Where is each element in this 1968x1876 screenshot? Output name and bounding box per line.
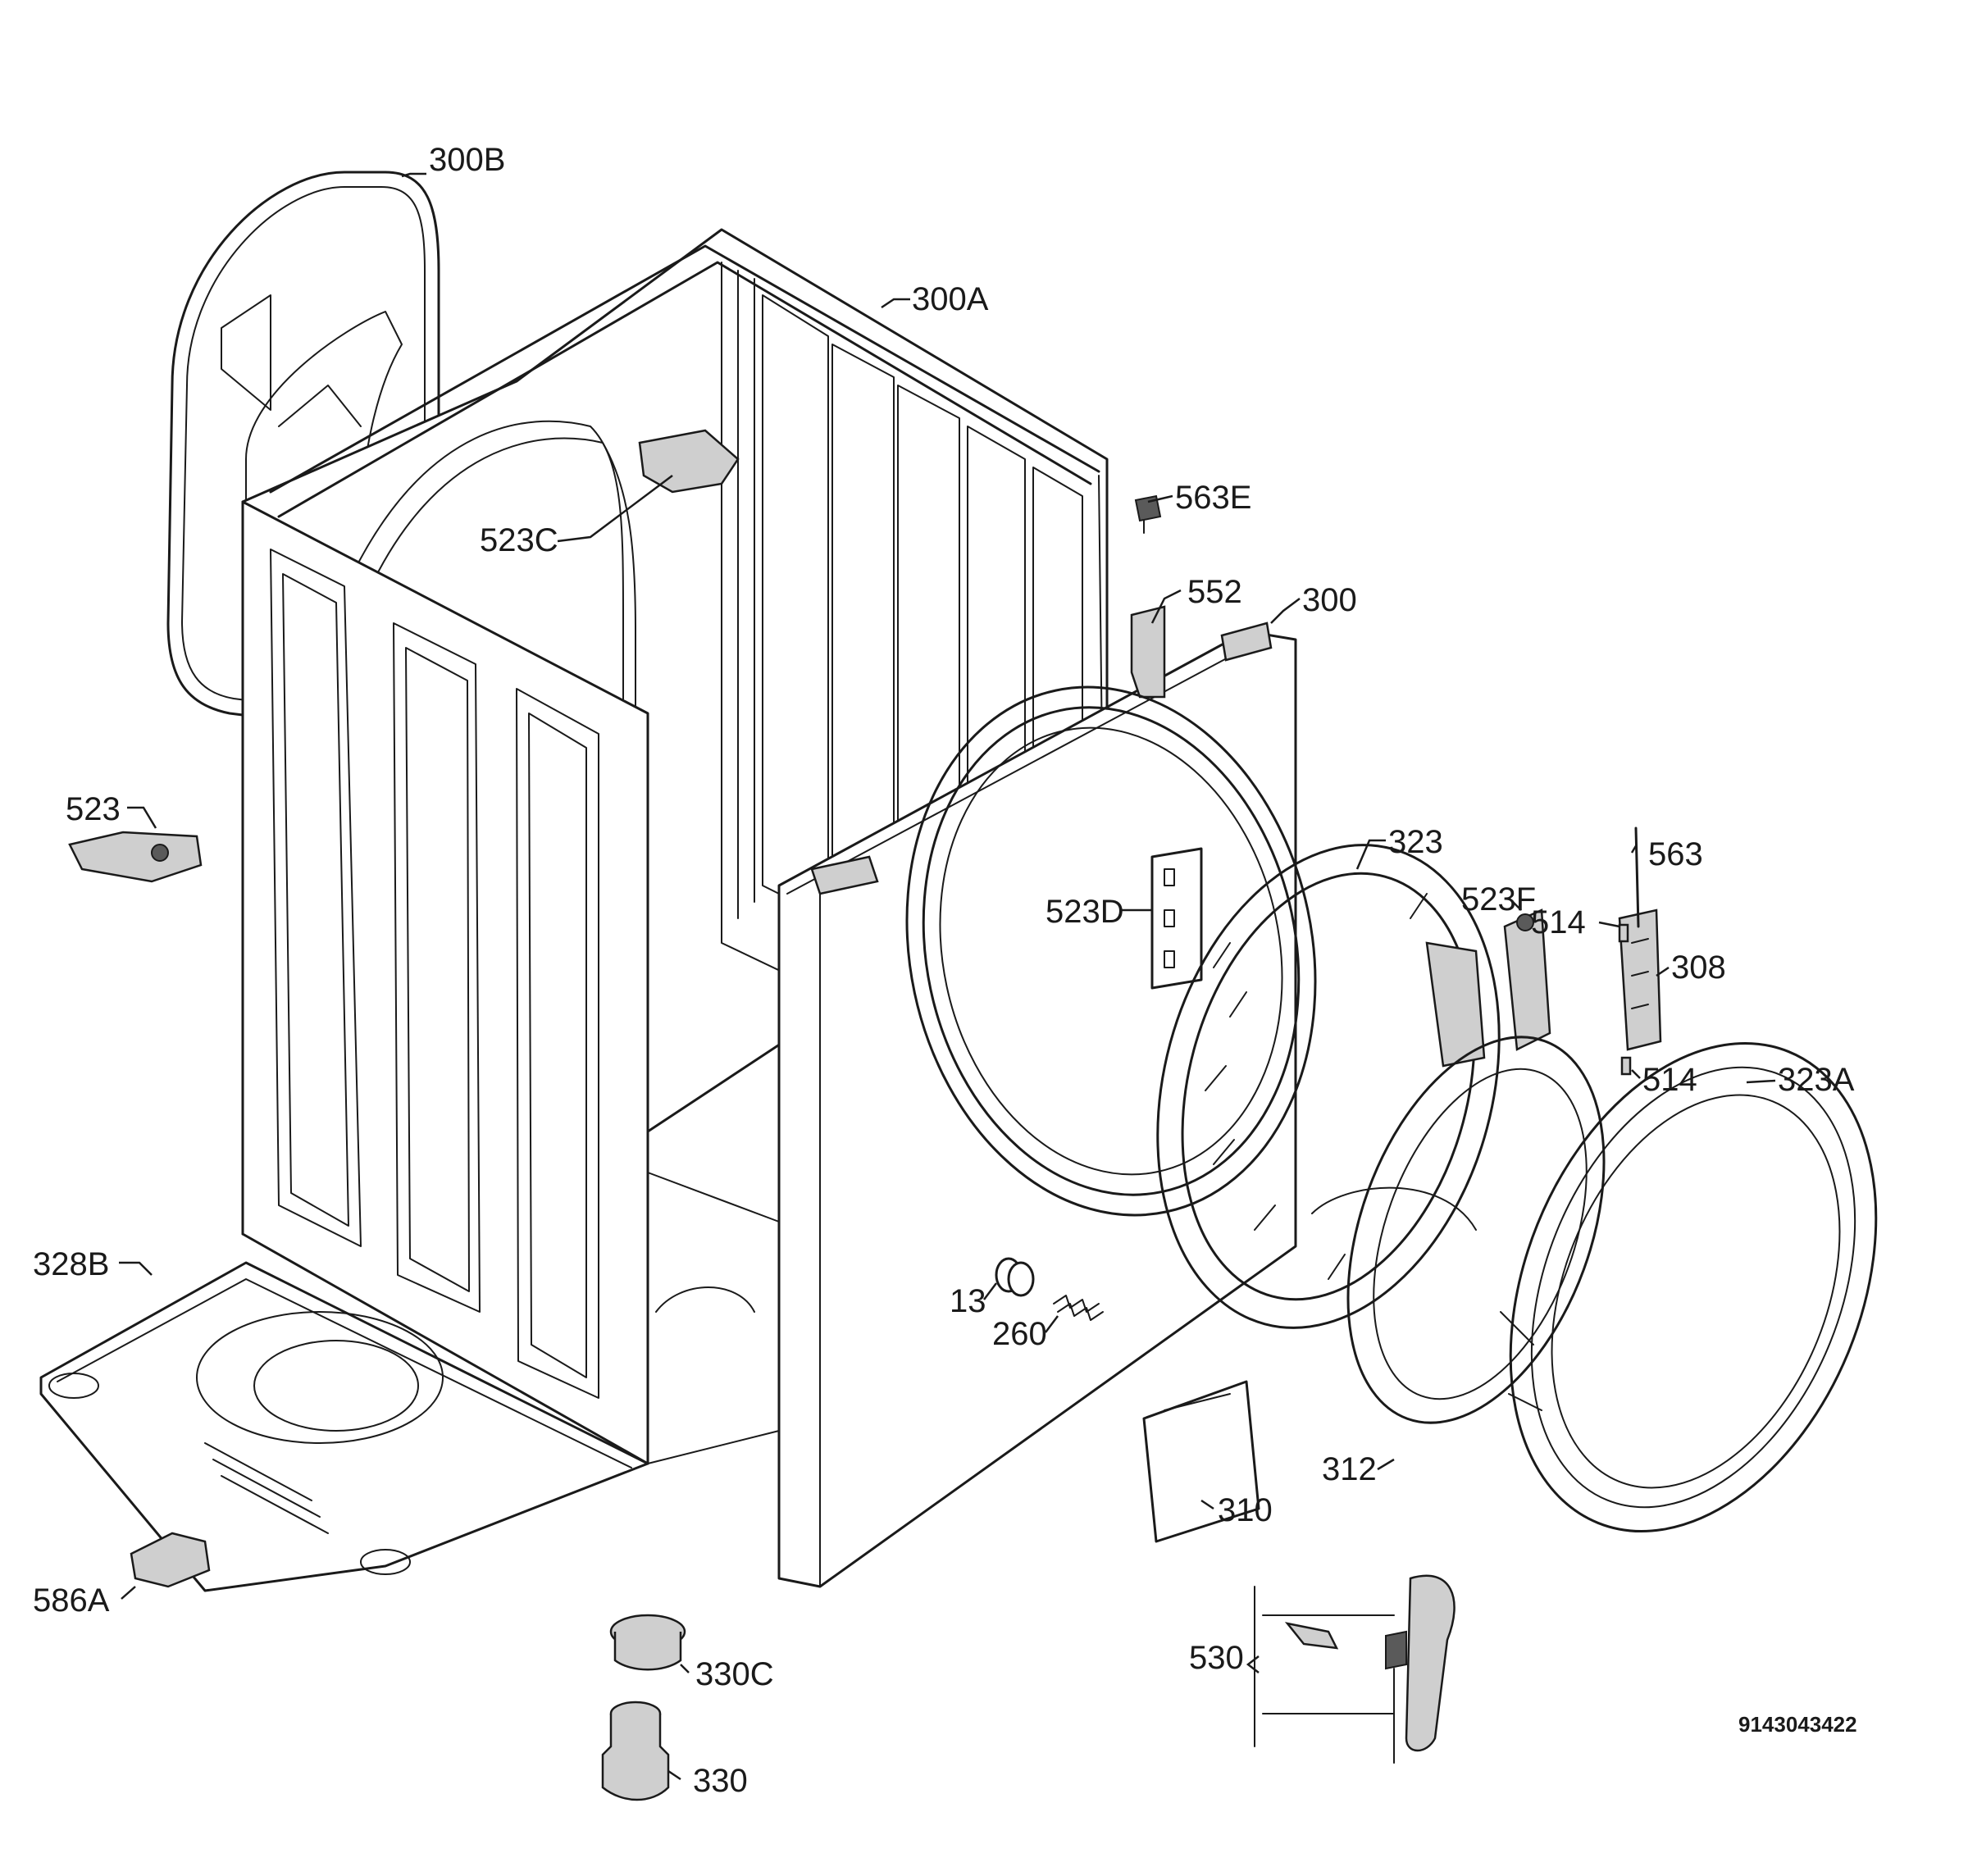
callout-300B: 300B [429, 142, 505, 178]
part-523D-hinge-plate [1150, 847, 1203, 990]
callout-523F: 523F [1461, 881, 1536, 918]
part-523F-hinge [1503, 908, 1551, 1051]
callout-330: 330 [693, 1763, 748, 1799]
part-523-bracket [68, 831, 203, 883]
callout-523D: 523D [1046, 894, 1124, 930]
drawing-code: 9143043422 [1738, 1712, 1857, 1737]
part-330C-foot-nut [609, 1614, 686, 1671]
callout-523C: 523C [480, 522, 558, 558]
callout-563E: 563E [1175, 480, 1251, 516]
part-530-door-handle [1254, 1574, 1456, 1764]
part-323-inner-door-ring [1156, 844, 1501, 1329]
part-300A-cabinet [241, 228, 1109, 1465]
part-13-plug [995, 1257, 1035, 1297]
callout-563: 563 [1648, 836, 1703, 872]
part-260-spring [1053, 1295, 1104, 1321]
callout-323A: 323A [1778, 1062, 1855, 1098]
part-586A-clip [130, 1532, 211, 1588]
callout-323: 323 [1388, 824, 1443, 860]
callout-586A: 586A [33, 1582, 110, 1619]
part-514-pin-upper [1618, 923, 1629, 943]
callout-514-upper: 514 [1531, 904, 1586, 940]
callout-13: 13 [950, 1283, 986, 1319]
callout-330C: 330C [695, 1656, 774, 1692]
part-308-door-lock [1618, 908, 1662, 1051]
part-323A-outer-door-ring [1500, 1041, 1878, 1533]
part-328B-base [39, 1261, 649, 1592]
callout-552: 552 [1187, 574, 1242, 610]
callout-308: 308 [1671, 949, 1726, 986]
part-312-door-glass [1311, 1036, 1606, 1424]
callout-300: 300 [1302, 582, 1357, 618]
callout-530: 530 [1189, 1640, 1244, 1676]
part-330-foot [601, 1701, 670, 1801]
callout-328B: 328B [33, 1246, 109, 1282]
part-514-pin-lower [1620, 1056, 1632, 1076]
part-563E-switch [1134, 494, 1162, 534]
callout-300A: 300A [912, 281, 989, 317]
leader-lines [119, 172, 1776, 1781]
callout-260: 260 [992, 1316, 1047, 1352]
callout-312: 312 [1322, 1451, 1377, 1487]
callout-523: 523 [66, 791, 121, 827]
part-563-rod [1634, 826, 1640, 928]
callout-514-lower: 514 [1642, 1062, 1697, 1098]
callout-310: 310 [1218, 1492, 1273, 1528]
part-310-flap [1142, 1380, 1260, 1543]
